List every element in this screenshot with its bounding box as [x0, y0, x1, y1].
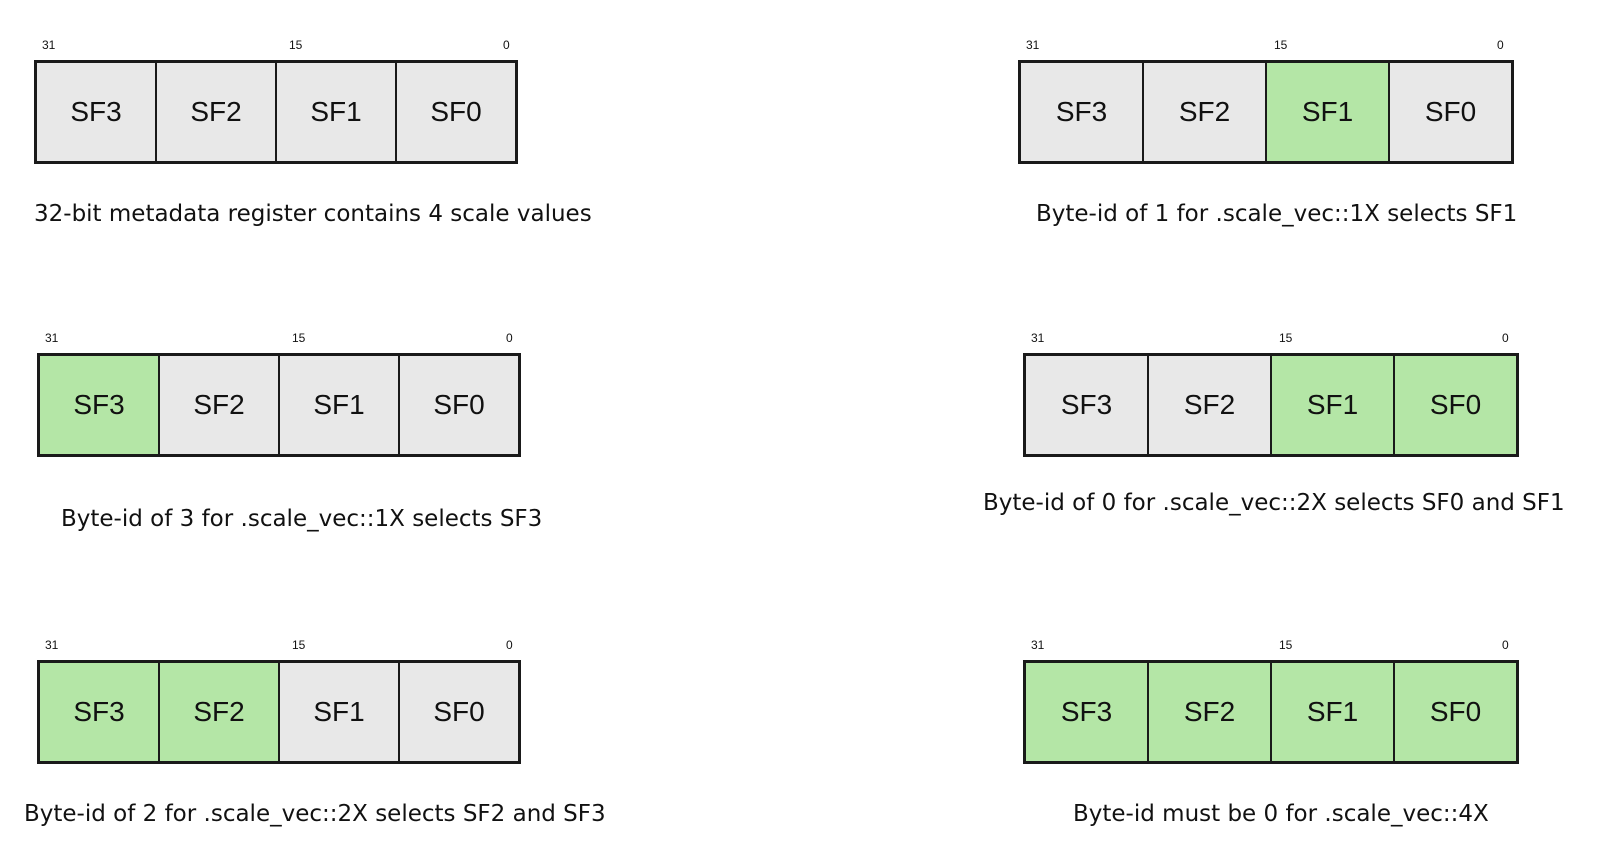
- bit-label-0: 0: [1502, 331, 1509, 345]
- bit-label-31: 31: [1026, 38, 1040, 52]
- scale-factor-cell: SF0: [1393, 663, 1516, 761]
- scale-factor-cell: SF2: [158, 663, 278, 761]
- bit-label-15: 15: [292, 638, 306, 652]
- scale-factor-cell: SF0: [398, 663, 518, 761]
- scale-factor-cell: SF2: [155, 63, 275, 161]
- panel-caption: Byte-id of 2 for .scale_vec::2X selects …: [24, 801, 606, 827]
- bit-label-0: 0: [503, 38, 510, 52]
- bit-index-row: 31 15 0: [34, 38, 594, 56]
- bit-label-0: 0: [506, 331, 513, 345]
- bit-label-31: 31: [45, 638, 59, 652]
- bit-label-15: 15: [1274, 38, 1288, 52]
- panel-caption: Byte-id of 0 for .scale_vec::2X selects …: [983, 490, 1565, 516]
- panel-caption: Byte-id of 1 for .scale_vec::1X selects …: [1036, 201, 1518, 227]
- scale-factor-cell: SF3: [40, 356, 158, 454]
- register-box: SF3 SF2 SF1 SF0: [34, 60, 518, 164]
- scale-factor-cell: SF1: [278, 663, 398, 761]
- bit-label-15: 15: [1279, 638, 1293, 652]
- bit-index-row: 31 15 0: [1023, 638, 1583, 656]
- bit-label-0: 0: [1502, 638, 1509, 652]
- scale-factor-cell: SF1: [1270, 356, 1393, 454]
- register-panel-4: 31 15 0 SF3 SF2 SF1 SF0 Byte-id of 0 for…: [983, 331, 1583, 531]
- register-box: SF3 SF2 SF1 SF0: [1023, 353, 1519, 457]
- scale-factor-cell: SF0: [395, 63, 515, 161]
- bit-index-row: 31 15 0: [37, 638, 597, 656]
- register-panel-1: 31 15 0 SF3 SF2 SF1 SF0 32-bit metadata …: [34, 38, 594, 238]
- bit-label-15: 15: [289, 38, 303, 52]
- register-panel-6: 31 15 0 SF3 SF2 SF1 SF0 Byte-id must be …: [1023, 638, 1583, 838]
- scale-factor-cell: SF1: [1270, 663, 1393, 761]
- panel-caption: 32-bit metadata register contains 4 scal…: [34, 201, 592, 227]
- bit-label-31: 31: [42, 38, 56, 52]
- scale-factor-cell: SF3: [1021, 63, 1142, 161]
- bit-index-row: 31 15 0: [37, 331, 597, 349]
- register-box: SF3 SF2 SF1 SF0: [1018, 60, 1514, 164]
- scale-factor-cell: SF0: [1388, 63, 1511, 161]
- bit-label-31: 31: [1031, 638, 1045, 652]
- scale-factor-cell: SF0: [398, 356, 518, 454]
- bit-label-0: 0: [1497, 38, 1504, 52]
- bit-label-15: 15: [292, 331, 306, 345]
- register-panel-3: 31 15 0 SF3 SF2 SF1 SF0 Byte-id of 3 for…: [37, 331, 597, 532]
- bit-index-row: 31 15 0: [1018, 38, 1578, 56]
- scale-factor-cell: SF3: [40, 663, 158, 761]
- scale-factor-cell: SF1: [1265, 63, 1388, 161]
- register-panel-2: 31 15 0 SF3 SF2 SF1 SF0 Byte-id of 1 for…: [1018, 38, 1578, 238]
- bit-label-31: 31: [45, 331, 59, 345]
- scale-factor-cell: SF2: [158, 356, 278, 454]
- bit-index-row: 31 15 0: [1023, 331, 1583, 349]
- register-box: SF3 SF2 SF1 SF0: [1023, 660, 1519, 764]
- scale-factor-cell: SF2: [1147, 356, 1270, 454]
- register-box: SF3 SF2 SF1 SF0: [37, 353, 521, 457]
- register-panel-5: 31 15 0 SF3 SF2 SF1 SF0 Byte-id of 2 for…: [24, 638, 606, 838]
- scale-factor-cell: SF3: [37, 63, 155, 161]
- panel-caption: Byte-id of 3 for .scale_vec::1X selects …: [61, 506, 543, 532]
- scale-factor-cell: SF2: [1147, 663, 1270, 761]
- panel-caption: Byte-id must be 0 for .scale_vec::4X: [1073, 801, 1489, 827]
- scale-factor-cell: SF3: [1026, 356, 1147, 454]
- scale-factor-cell: SF0: [1393, 356, 1516, 454]
- scale-factor-cell: SF1: [278, 356, 398, 454]
- scale-factor-cell: SF2: [1142, 63, 1265, 161]
- register-box: SF3 SF2 SF1 SF0: [37, 660, 521, 764]
- bit-label-31: 31: [1031, 331, 1045, 345]
- scale-factor-cell: SF3: [1026, 663, 1147, 761]
- scale-factor-cell: SF1: [275, 63, 395, 161]
- bit-label-0: 0: [506, 638, 513, 652]
- bit-label-15: 15: [1279, 331, 1293, 345]
